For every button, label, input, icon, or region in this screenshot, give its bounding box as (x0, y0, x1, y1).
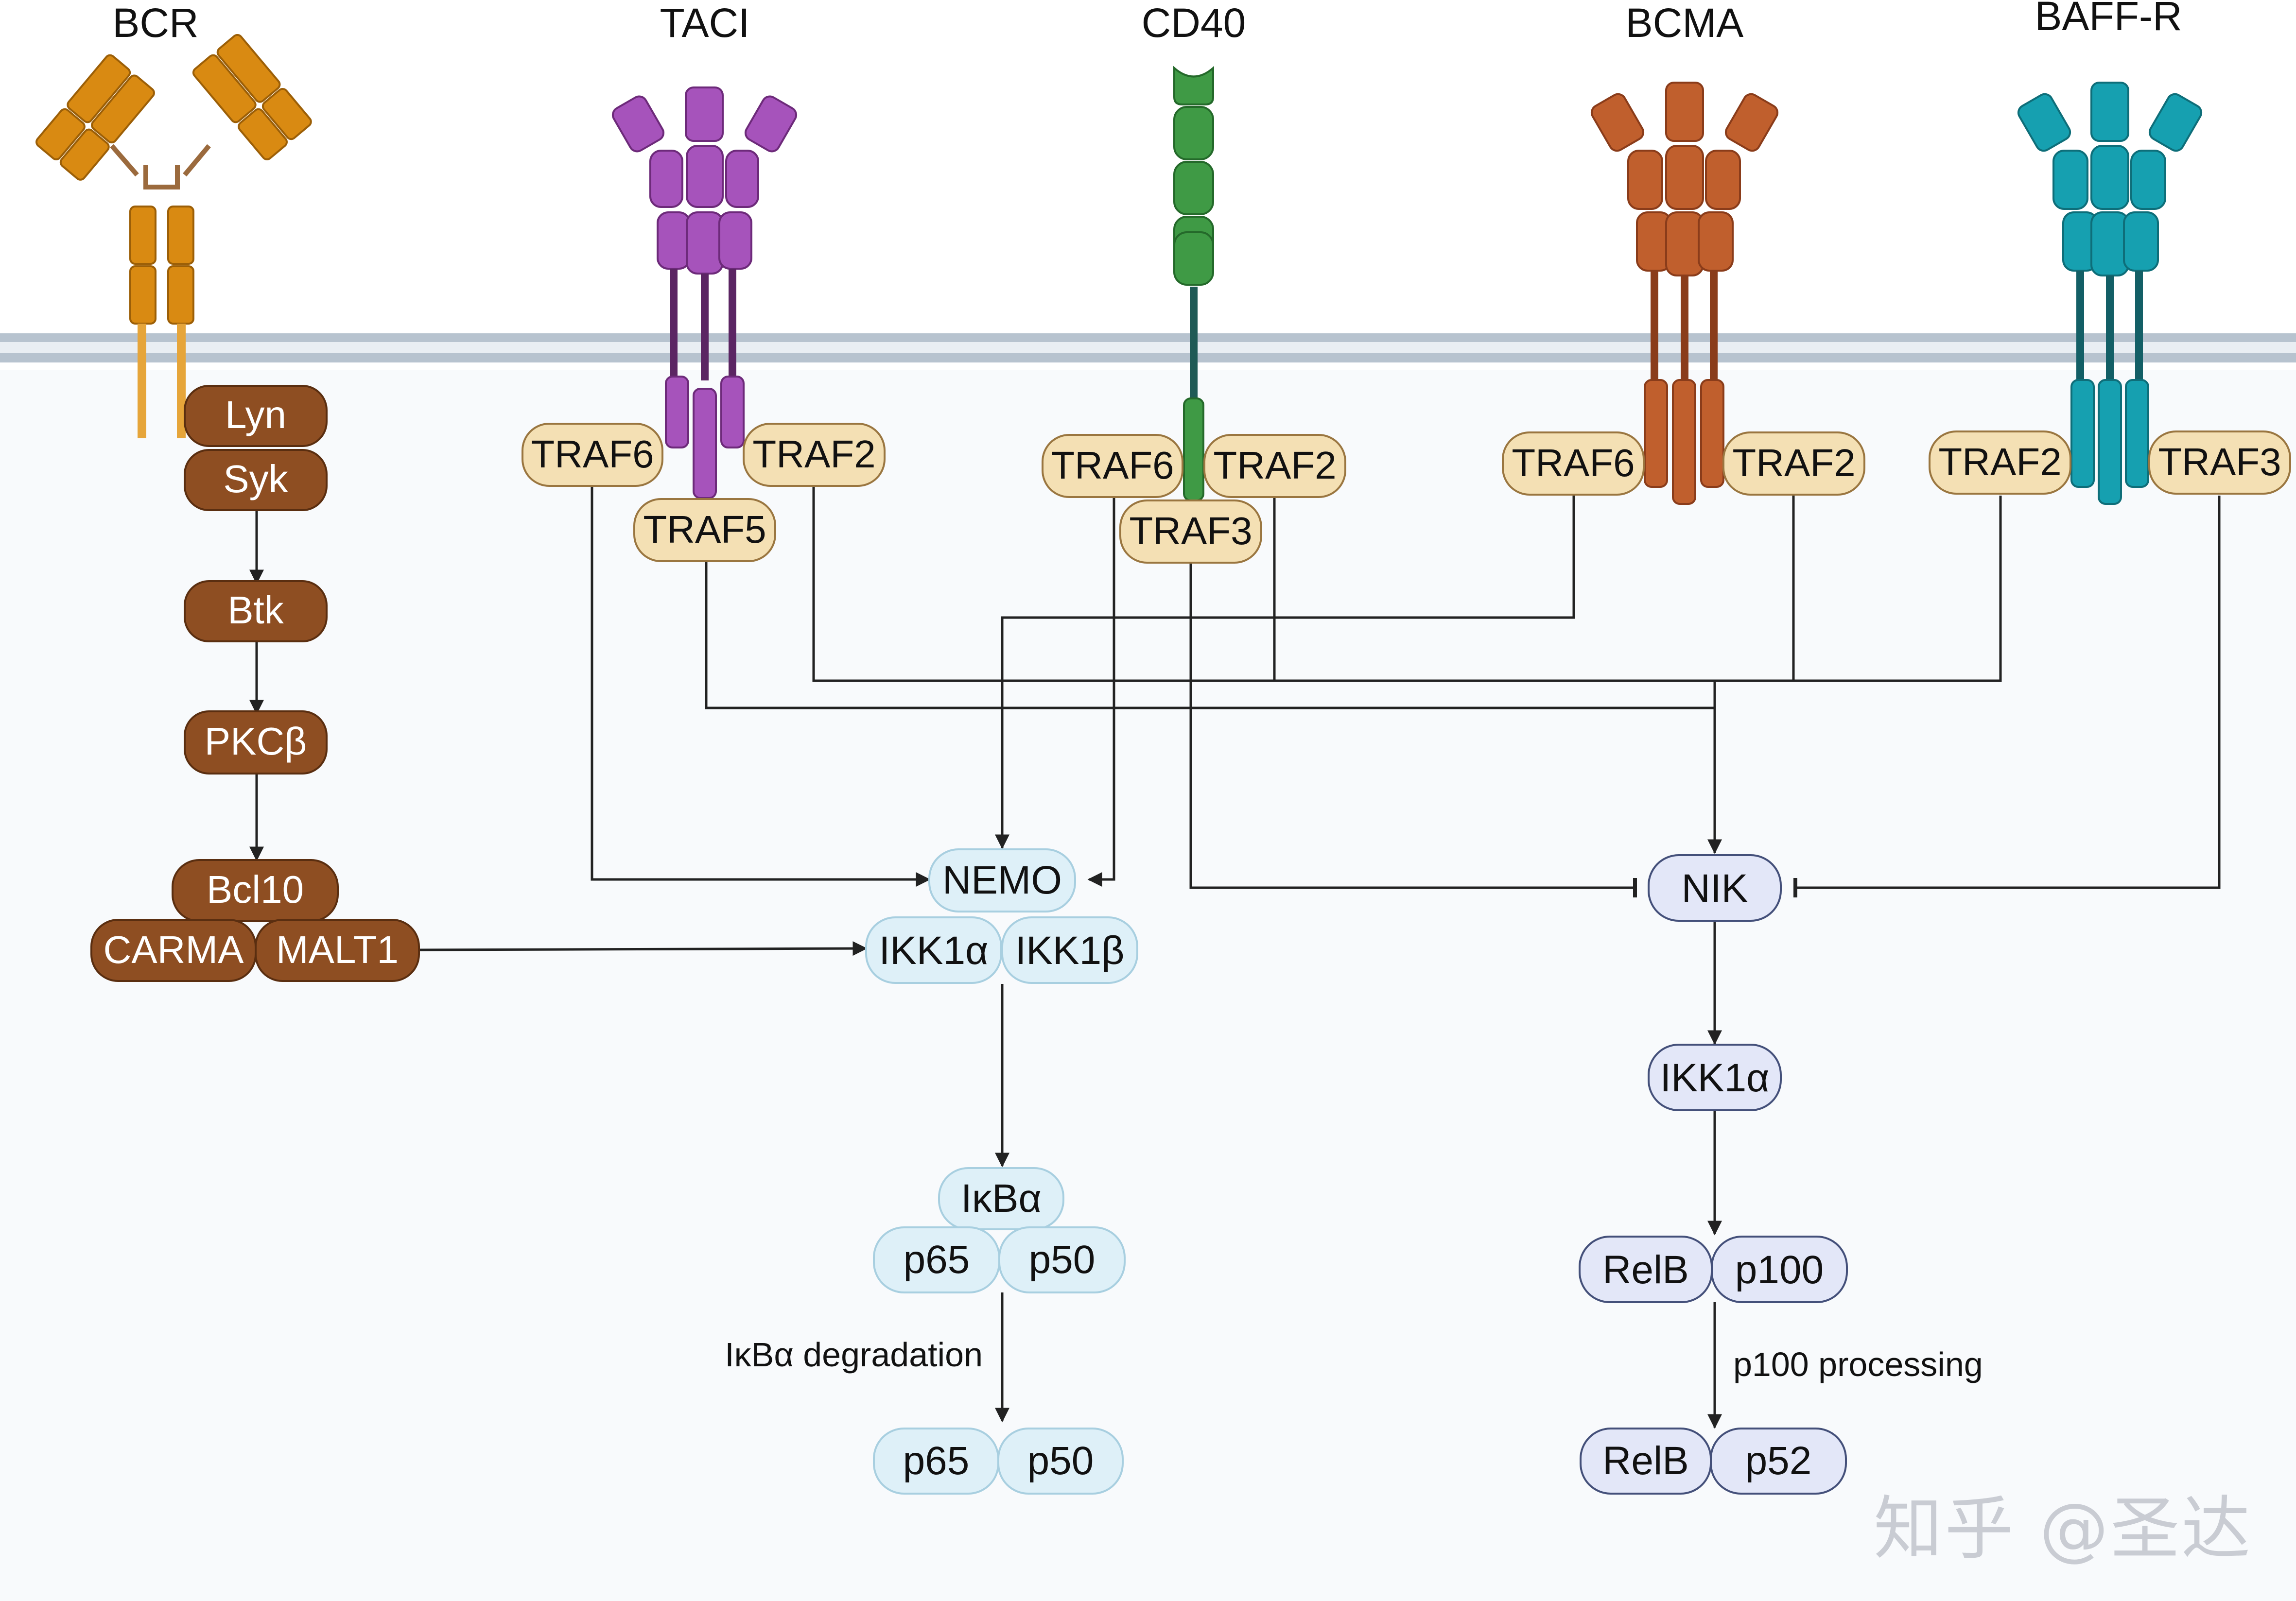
svg-text:p100: p100 (1735, 1248, 1824, 1292)
svg-text:Lyn: Lyn (225, 393, 286, 436)
p50-free-node: p50 (997, 1428, 1124, 1495)
syk-node: Syk (184, 449, 328, 511)
svg-text:TRAF2: TRAF2 (1732, 441, 1855, 484)
svg-text:IKK1α: IKK1α (1660, 1056, 1769, 1100)
ikk1a-node: IKK1α (865, 916, 1002, 984)
svg-text:TRAF3: TRAF3 (2158, 440, 2281, 483)
svg-text:RelB: RelB (1602, 1439, 1689, 1483)
cell-membrane (0, 333, 2296, 362)
baffr-traf3-node: TRAF3 (2148, 430, 2291, 495)
svg-text:NEMO: NEMO (942, 858, 1062, 902)
pkcb-node: PKCβ (184, 710, 328, 775)
baffr-traf2-node: TRAF2 (1929, 430, 2071, 495)
svg-text:p52: p52 (1745, 1439, 1812, 1483)
baffr-receptor (2017, 82, 2203, 505)
bcma-receptor (1590, 82, 1779, 505)
svg-text:NIK: NIK (1682, 866, 1748, 911)
bcma-traf2-node: TRAF2 (1722, 431, 1865, 496)
ikk1a-nc-node: IKK1α (1648, 1044, 1782, 1111)
bcl10-node: Bcl10 (172, 859, 339, 922)
p50-complex-node: p50 (998, 1226, 1126, 1293)
svg-text:TRAF2: TRAF2 (1938, 440, 2061, 483)
lyn-node: Lyn (184, 385, 328, 447)
svg-text:IκBα: IκBα (961, 1176, 1042, 1221)
svg-text:TRAF2: TRAF2 (1213, 444, 1336, 487)
taci-traf2-node: TRAF2 (743, 423, 886, 487)
svg-text:TRAF6: TRAF6 (531, 432, 654, 476)
svg-text:TRAF6: TRAF6 (1512, 441, 1635, 484)
traf-adaptors: TRAF6 TRAF2 TRAF5 TRAF6 TRAF2 TRAF3 (522, 423, 2291, 564)
svg-text:IKK1β: IKK1β (1015, 929, 1125, 973)
cytoplasm-background (0, 370, 2296, 1601)
ikba-node: IκBα (938, 1167, 1064, 1230)
watermark-text: 知乎 @圣达 (1874, 1489, 2253, 1569)
taci-traf6-node: TRAF6 (522, 423, 663, 487)
svg-text:CARMA: CARMA (104, 928, 244, 971)
svg-text:RelB: RelB (1602, 1248, 1689, 1292)
connector-lines (249, 486, 2221, 1429)
baffr-label: BAFF-R (2035, 0, 2182, 39)
cd40-traf2-node: TRAF2 (1203, 434, 1346, 498)
svg-text:Syk: Syk (223, 457, 288, 500)
ikk1b-node: IKK1β (1001, 916, 1138, 984)
cd40-traf3-node: TRAF3 (1119, 499, 1262, 564)
malt1-node: MALT1 (255, 919, 420, 982)
svg-text:TRAF6: TRAF6 (1051, 444, 1174, 487)
cd40-receptor (1173, 66, 1214, 501)
carma-node: CARMA (90, 919, 257, 982)
bcr-pathway-nodes: Lyn Syk Btk PKCβ Bcl10 CARMA (90, 385, 420, 982)
svg-text:TRAF5: TRAF5 (643, 508, 766, 551)
relb-complex-node: RelB (1579, 1236, 1713, 1303)
cd40-label: CD40 (1142, 0, 1246, 46)
p65-complex-node: p65 (873, 1226, 1000, 1293)
svg-text:IKK1α: IKK1α (879, 929, 988, 973)
bcr-receptor (35, 34, 312, 438)
svg-text:MALT1: MALT1 (276, 928, 399, 971)
svg-text:p65: p65 (904, 1238, 970, 1282)
svg-text:Btk: Btk (227, 588, 284, 632)
svg-text:TRAF2: TRAF2 (752, 432, 875, 476)
relb-free-node: RelB (1580, 1428, 1712, 1495)
ikba-degradation-label: IκBα degradation (725, 1336, 983, 1374)
bcr-label: BCR (112, 0, 198, 46)
taci-traf5-node: TRAF5 (633, 498, 776, 562)
svg-text:p50: p50 (1027, 1439, 1094, 1483)
svg-text:PKCβ: PKCβ (205, 720, 307, 763)
p100-node: p100 (1711, 1236, 1848, 1303)
cd40-traf6-node: TRAF6 (1042, 434, 1183, 498)
p100-processing-label: p100 processing (1733, 1345, 1983, 1383)
svg-text:p50: p50 (1029, 1238, 1096, 1282)
bcma-label: BCMA (1626, 0, 1744, 46)
noncanonical-pathway: NIK IKK1α RelB p100 p100 processing RelB (1579, 854, 1983, 1495)
taci-receptor (611, 86, 798, 499)
svg-text:p65: p65 (903, 1439, 970, 1483)
svg-text:TRAF3: TRAF3 (1129, 509, 1252, 552)
canonical-pathway: NEMO IKK1α IKK1β IκBα p65 p50 Iκ (725, 848, 1138, 1495)
p65-free-node: p65 (873, 1428, 999, 1495)
bcma-traf6-node: TRAF6 (1502, 431, 1645, 496)
svg-text:Bcl10: Bcl10 (207, 868, 304, 911)
taci-label: TACI (660, 0, 749, 46)
nemo-node: NEMO (928, 848, 1076, 912)
p52-node: p52 (1710, 1428, 1847, 1495)
nik-node: NIK (1648, 854, 1782, 922)
btk-node: Btk (184, 580, 328, 642)
